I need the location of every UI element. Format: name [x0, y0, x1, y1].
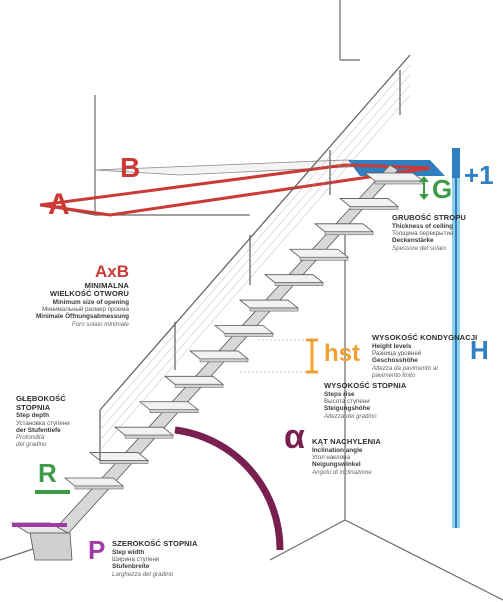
stair-tread-edge — [124, 434, 174, 439]
stair-tread — [363, 172, 425, 182]
width-bar — [12, 523, 67, 527]
stair-tread — [213, 325, 275, 334]
axb-title: AxB — [94, 262, 129, 281]
stair-tread — [138, 401, 200, 411]
stair-tread-edge — [249, 307, 299, 312]
stair-tread — [63, 477, 125, 487]
label-axb: AxB MINIMALNA WIELKOŚĆ OTWORU Minimum si… — [14, 262, 129, 328]
letter-p: P — [88, 535, 106, 565]
stair-tread-edge — [299, 257, 349, 261]
letter-b: B — [120, 152, 141, 183]
handrail — [99, 54, 411, 460]
rise-bracket — [306, 338, 318, 374]
stair-tread-edge — [99, 460, 149, 464]
stair-tread — [263, 274, 325, 284]
stair-tread — [88, 452, 150, 461]
label-angle: KĄT NACHYLENIA Inclination angle Угол на… — [312, 437, 381, 476]
letter-hst: hst — [324, 340, 360, 367]
letter-a: A — [48, 188, 70, 221]
label-height: WYSOKOŚĆ KONDYGNACJI Height levels Разни… — [372, 333, 478, 379]
stair-tread — [113, 426, 175, 436]
stair-tread-edge — [174, 384, 224, 388]
letter-alpha: α — [284, 418, 305, 456]
stair-tread-edge — [324, 231, 374, 236]
letter-g: G — [432, 174, 453, 204]
letter-h: H — [470, 335, 489, 365]
stair-tread-edge — [199, 358, 249, 363]
depth-bar — [35, 490, 70, 494]
label-ceiling: GRUBOŚĆ STROPU Thickness of ceiling Толщ… — [392, 213, 466, 252]
letter-r: R — [38, 458, 57, 488]
label-rise: WYSOKOŚĆ STOPNIA Steps rise Высота ступе… — [324, 381, 407, 420]
stair-tread — [288, 248, 350, 258]
stair-tread — [163, 375, 225, 385]
stair-tread-edge — [274, 282, 324, 286]
label-depth: GŁĘBOKOŚĆ STOPNIA Step depth Установка с… — [16, 394, 70, 449]
stair-tread — [313, 223, 375, 233]
label-width: SZEROKOŚĆ STOPNIA Step width Ширина ступ… — [112, 539, 198, 578]
stair-tread-edge — [349, 206, 399, 210]
stair-tread — [338, 198, 400, 207]
opening-outline — [39, 163, 431, 217]
stair-tread-edge — [149, 409, 199, 413]
stair-steps — [63, 172, 425, 490]
stair-tread-edge — [374, 180, 424, 185]
stair-tread-edge — [224, 333, 274, 337]
inclination-arc — [174, 426, 284, 551]
stair-tread-edge — [74, 485, 124, 490]
handrail-cables — [99, 64, 411, 451]
plus-one: +1 — [464, 160, 494, 190]
stair-tread — [238, 299, 300, 309]
stair-tread — [188, 350, 250, 360]
